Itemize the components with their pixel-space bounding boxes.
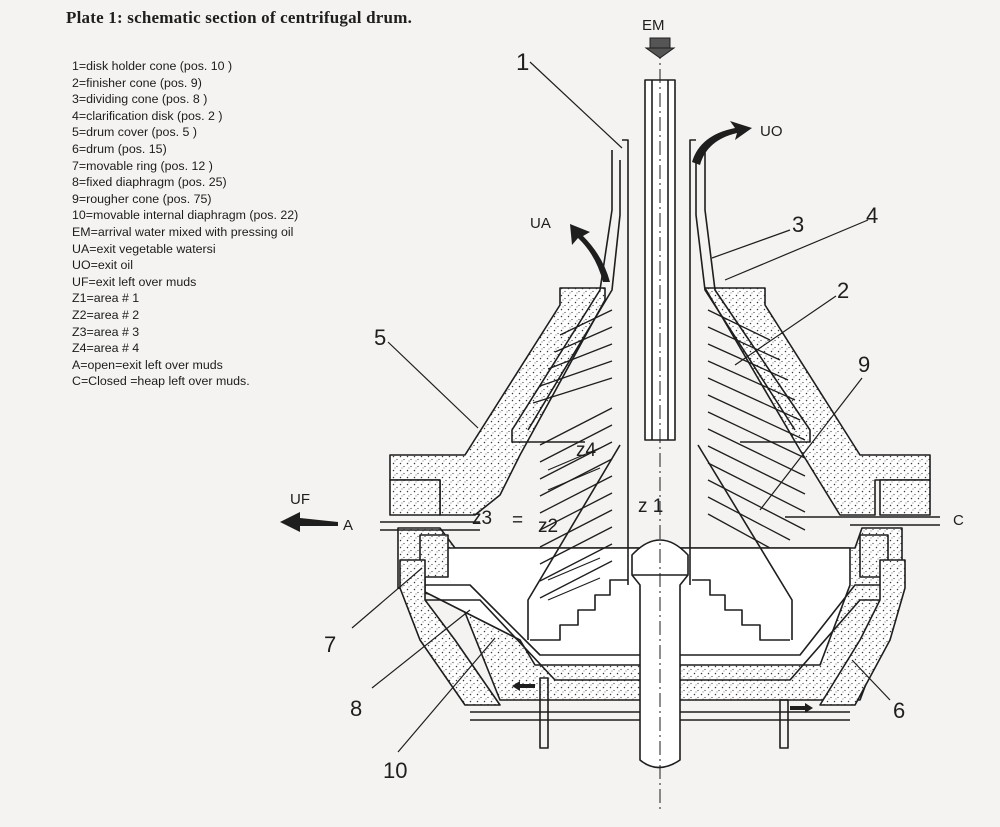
movable-ring (419, 534, 449, 578)
label-n2: 2 (837, 278, 849, 303)
label-z2: z2 (538, 516, 558, 537)
label-c: C (953, 512, 964, 529)
label-eq: = (512, 510, 523, 531)
legend-item: Z2=area # 2 (72, 307, 140, 322)
label-n6: 6 (893, 698, 905, 723)
dividing-cone-right (704, 150, 811, 443)
legend-item: 3=dividing cone (pos. 8 ) (72, 92, 208, 107)
legend-item: 8=fixed diaphragm (pos. 25) (72, 175, 227, 190)
legend-item: Z4=area # 4 (72, 341, 140, 356)
lower-collar (399, 559, 501, 706)
label-z1: z 1 (638, 496, 663, 517)
legend-item: 7=movable ring (pos. 12 ) (72, 158, 213, 173)
legend-list: 1=disk holder cone (pos. 10 ) 2=finisher… (72, 58, 298, 390)
label-z4: z4 (576, 440, 597, 461)
dividing-cone-right-inner (695, 160, 796, 431)
legend-item: UF=exit left over muds (72, 274, 197, 289)
label-n3: 3 (792, 212, 804, 237)
legend-item: EM=arrival water mixed with pressing oil (72, 224, 294, 239)
legend-item: 6=drum (pos. 15) (72, 141, 167, 156)
legend-item: UA=exit vegetable watersi (72, 241, 216, 256)
label-n9: 9 (858, 352, 870, 377)
left-disk-stack (532, 309, 613, 599)
lower-collar-right (819, 559, 906, 706)
label-n10: 10 (383, 758, 407, 783)
disk-holder-cone-top (622, 139, 696, 150)
label-uo: UO (760, 123, 783, 140)
flow-arrow-icon (280, 512, 338, 532)
legend-item: UO=exit oil (72, 258, 133, 273)
label-em: EM (642, 17, 665, 34)
disk-holder-cone (627, 150, 691, 585)
label-ua: UA (530, 215, 551, 232)
dividing-cone-left (511, 150, 613, 443)
movable-ring-right (859, 534, 889, 578)
label-n5: 5 (374, 325, 386, 350)
rougher-cone-steps-right (692, 579, 790, 641)
zone-hatching (547, 447, 601, 601)
right-disk-stack (707, 309, 806, 549)
legend-item: Z3=area # 3 (72, 324, 140, 339)
left-flange (389, 479, 441, 516)
rougher-cone-steps (530, 579, 628, 641)
legend-item: 1=disk holder cone (pos. 10 ) (72, 59, 233, 73)
rougher-cone-envelope (527, 444, 621, 640)
flow-arrow-icon (790, 703, 813, 713)
right-flange (879, 479, 931, 516)
outlet-arrow-icon (692, 121, 752, 165)
flow-arrow-icon (512, 681, 535, 691)
label-uf: UF (290, 491, 310, 508)
label-n4: 4 (866, 203, 878, 228)
bottom-pipe-left (539, 677, 549, 749)
bottom-pipe-right (779, 699, 789, 749)
legend-item: 9=rougher cone (pos. 75) (72, 191, 212, 206)
legend-item: 10=movable internal diaphragm (pos. 22) (72, 208, 299, 223)
legend-item: 4=clarification disk (pos. 2 ) (72, 108, 223, 123)
label-z3: z3 (472, 508, 492, 529)
legend-item: C=Closed =heap left over muds. (72, 374, 250, 389)
plate-title: Plate 1: schematic section of centrifuga… (66, 8, 413, 27)
label-n8: 8 (350, 696, 362, 721)
label-n1: 1 (516, 49, 529, 76)
label-n7: 7 (324, 632, 336, 657)
rougher-cone-envelope-right (697, 444, 793, 640)
legend-item: 2=finisher cone (pos. 9) (72, 75, 202, 90)
legend-item: 5=drum cover (pos. 5 ) (72, 125, 197, 140)
outlet-arrow-icon (570, 224, 610, 282)
inlet-arrow-icon (644, 37, 676, 59)
legend-item: A=open=exit left over muds (72, 357, 223, 372)
label-a: A (343, 517, 353, 534)
leader-lines (351, 61, 891, 753)
legend-item: Z1=area # 1 (72, 291, 140, 306)
